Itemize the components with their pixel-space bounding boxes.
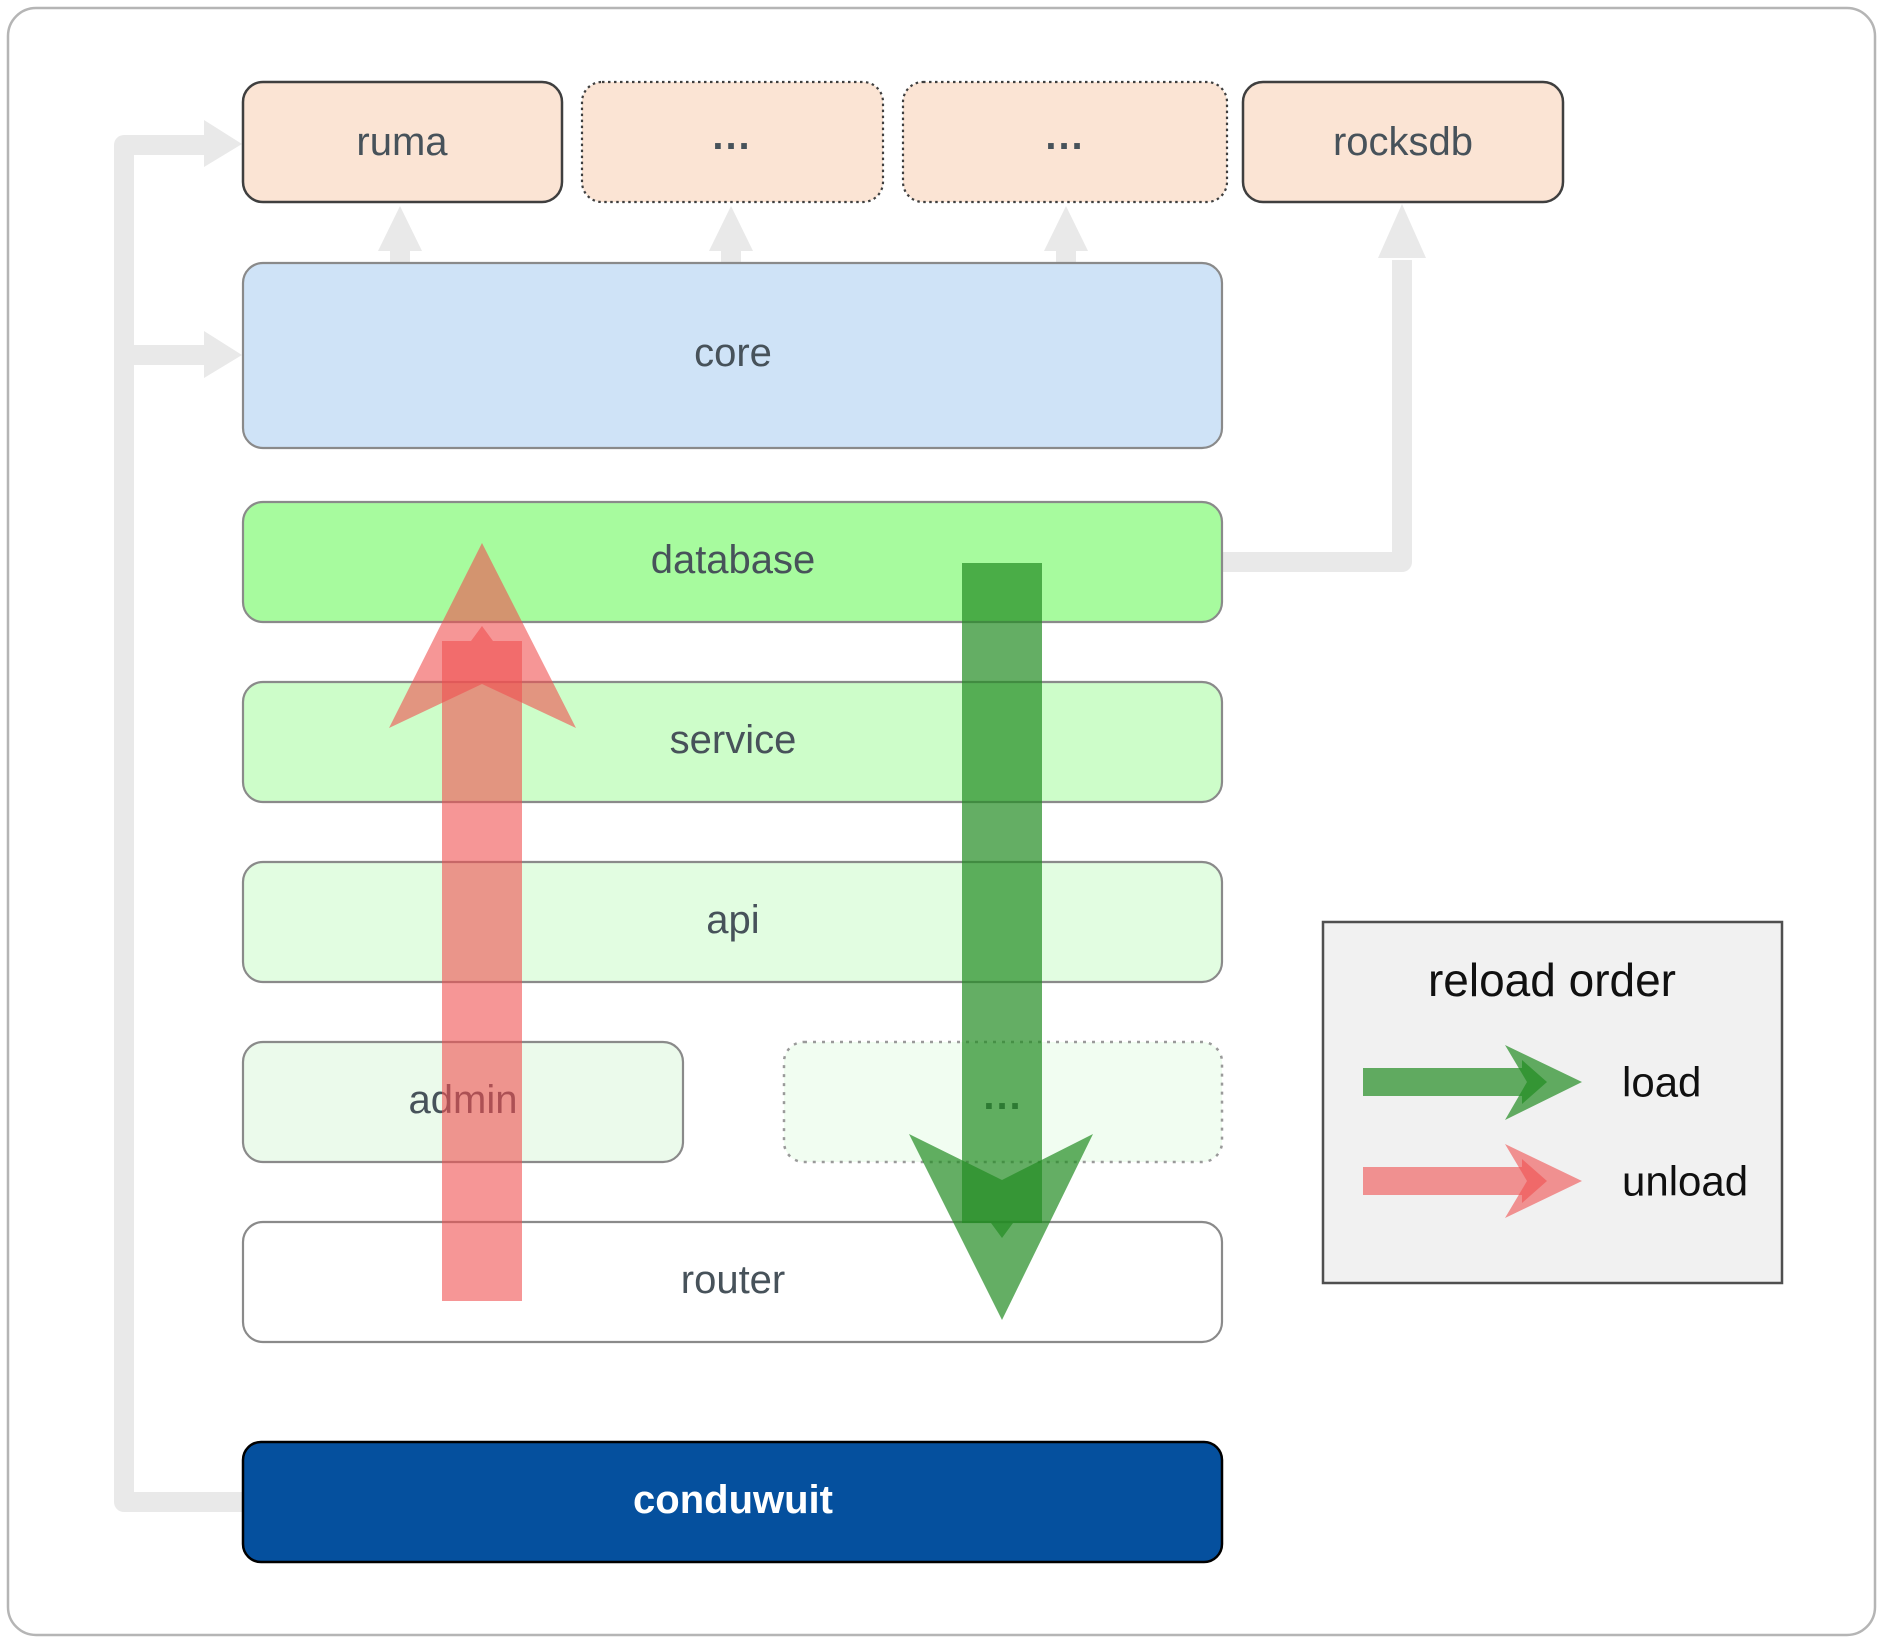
node-ellipsis-top-1-label: ... <box>712 114 751 158</box>
node-ellipsis-top-1: ... <box>580 80 885 204</box>
node-ellipsis-top-2-box <box>901 80 1229 204</box>
legend-unload-shaft <box>1363 1159 1547 1203</box>
legend-load-label: load <box>1622 1059 1701 1106</box>
node-router: router <box>241 1220 1224 1344</box>
node-core-label: core <box>694 331 772 375</box>
legend-unload-head <box>1505 1144 1582 1218</box>
node-rocksdb-label: rocksdb <box>1333 120 1473 164</box>
load-arrow-head-icon <box>909 1134 1093 1320</box>
node-ruma-box <box>241 80 564 204</box>
legend-load-shaft <box>1363 1060 1547 1104</box>
legend-unload-arrow-icon <box>1363 1144 1582 1218</box>
node-conduwuit: conduwuit <box>241 1440 1224 1564</box>
conduwuit-to-ruma-line <box>114 135 243 1512</box>
database-to-rocksdb-line <box>1222 260 1412 572</box>
node-api: api <box>241 860 1224 984</box>
unload-arrow-shaft <box>442 626 522 1301</box>
load-arrow <box>909 563 1093 1320</box>
arrowhead-into-ruma-icon <box>204 120 242 167</box>
node-rocksdb-box <box>1241 80 1565 204</box>
arrowhead-into-core-icon <box>204 331 242 378</box>
unload-arrow-head-icon <box>389 543 576 728</box>
node-ellipsis-top-1-box <box>580 80 885 204</box>
arrowhead-into-rocksdb-icon <box>1378 204 1426 258</box>
node-database: database <box>241 500 1224 624</box>
node-ellipsis-top-2-label: ... <box>1045 114 1084 158</box>
node-core-box <box>241 261 1224 450</box>
node-ruma-label: ruma <box>356 120 448 164</box>
node-database-label: database <box>651 538 816 582</box>
database-to-rocksdb-connector <box>1222 204 1426 572</box>
core-to-ellipsis-1-arrow-icon <box>709 206 753 265</box>
core-to-ruma-arrow-icon <box>378 206 422 265</box>
node-ellipsis-top-2: ... <box>901 80 1229 204</box>
legend: reload order load unload <box>1321 920 1784 1285</box>
unload-arrow <box>389 543 576 1301</box>
node-ruma: ruma <box>241 80 564 204</box>
node-core: core <box>241 261 1224 450</box>
legend-load-arrow-icon <box>1363 1045 1582 1120</box>
node-service: service <box>241 680 1224 804</box>
legend-unload-label: unload <box>1622 1158 1748 1205</box>
node-router-label: router <box>681 1258 786 1302</box>
node-service-label: service <box>670 718 797 762</box>
node-rocksdb: rocksdb <box>1241 80 1565 204</box>
load-arrow-shaft <box>962 563 1042 1238</box>
core-to-ellipsis-2-arrow-icon <box>1044 206 1088 265</box>
node-conduwuit-label: conduwuit <box>633 1478 833 1522</box>
node-api-label: api <box>706 898 759 942</box>
legend-title: reload order <box>1428 954 1676 1006</box>
outer-frame <box>6 6 1877 1637</box>
legend-box <box>1321 920 1784 1285</box>
legend-load-head <box>1505 1045 1582 1120</box>
conduwuit-feedback-connector <box>114 120 243 1512</box>
node-conduwuit-box <box>241 1440 1224 1564</box>
